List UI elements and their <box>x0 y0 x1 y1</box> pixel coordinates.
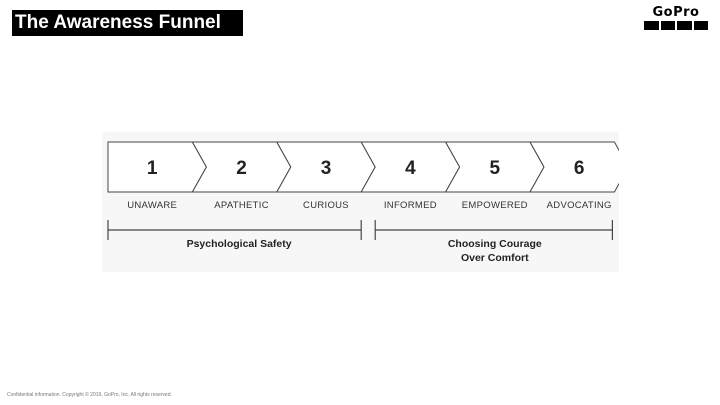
group-label-2-line-2: Over Comfort <box>461 252 529 264</box>
funnel-diagram-panel: 1 2 3 4 5 6 UNAWARE APATHETIC CURIOUS INFORMED EM… <box>102 132 619 272</box>
stage-label-2: APATHETIC <box>214 200 269 211</box>
stage-label-1: UNAWARE <box>127 200 177 211</box>
group-label-1-line-1: Psychological Safety <box>187 238 292 250</box>
stage-label-4: INFORMED <box>384 200 437 211</box>
footer-copyright: Confidential information. Copyright © 20… <box>7 392 172 398</box>
stage-chevron-6 <box>529 141 619 193</box>
stage-number-4: 4 <box>405 158 416 179</box>
stage-number-3: 3 <box>321 158 332 179</box>
logo-wordmark: GoPro <box>652 5 700 20</box>
group-bracket-1 <box>107 220 362 240</box>
stage-label-5: EMPOWERED <box>462 200 528 211</box>
group-bracket-2 <box>374 220 613 240</box>
funnel-diagram: 1 2 3 4 5 6 UNAWARE APATHETIC CURIOUS INFORMED EM… <box>107 141 619 264</box>
slide-title: The Awareness Funnel <box>12 10 243 36</box>
stage-number-6: 6 <box>574 158 585 179</box>
stage-number-2: 2 <box>236 158 247 179</box>
group-label-2-line-1: Choosing Courage <box>448 238 542 250</box>
stage-number-5: 5 <box>490 158 501 179</box>
stage-number-1: 1 <box>147 158 158 179</box>
stage-label-6: ADVOCATING <box>547 200 612 211</box>
stage-label-3: CURIOUS <box>303 200 349 211</box>
gopro-logo: GoPro <box>644 6 708 32</box>
logo-bars <box>644 21 708 30</box>
